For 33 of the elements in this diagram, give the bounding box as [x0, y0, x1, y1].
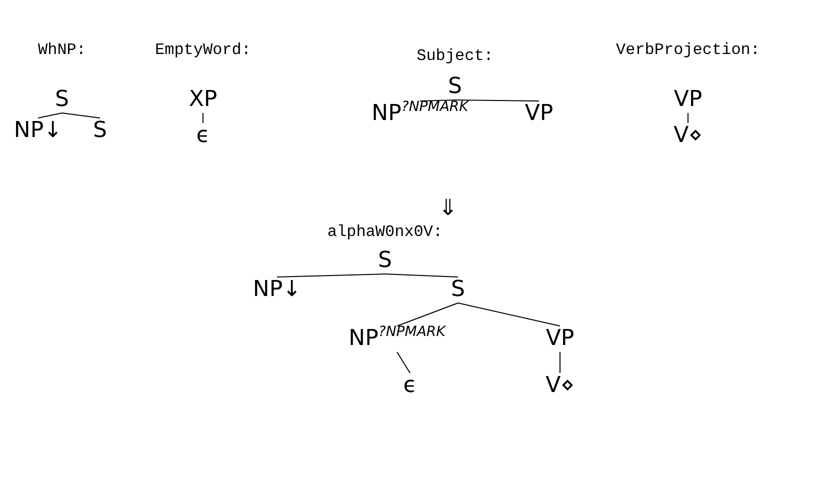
tree-node-label: ϵ: [402, 373, 418, 399]
tree-title: alphaW0nx0V:: [327, 222, 443, 243]
tree-node-label: S: [54, 87, 70, 113]
tree-branch: [276, 274, 386, 278]
tree-title: EmptyWord:: [155, 40, 251, 61]
tree-title: Subject:: [416, 46, 494, 67]
tree-node-label: S: [377, 248, 393, 274]
tree-title: VerbProjection:: [616, 40, 760, 61]
tree-node-label: VP: [524, 101, 554, 127]
tree-title: WhNP:: [38, 40, 86, 61]
tree-branch: [420, 100, 456, 102]
tree-node-label: S: [447, 74, 463, 100]
tree-branch: [458, 302, 560, 326]
tree-node-label: ϵ: [195, 123, 211, 149]
tree-node-label: NP$^{?NPMARK}$: [370, 101, 470, 127]
tree-node-label: NP↓: [252, 277, 302, 303]
tree-node-label: NP$^{?NPMARK}$: [348, 326, 446, 352]
tree-node-label: VP: [672, 87, 704, 113]
tree-branch: [454, 100, 540, 102]
tree-branch: [396, 302, 458, 326]
tree-branch: [62, 112, 100, 118]
tree-node-label: V⋄: [672, 123, 704, 149]
tree-node-label: XP: [188, 87, 218, 113]
tree-branch: [202, 112, 204, 124]
tree-node-label: V⋄: [544, 373, 576, 399]
tree-node-label: S: [92, 118, 108, 144]
double-down-arrow: ⇓: [438, 193, 458, 223]
tree-node-label: VP: [544, 326, 576, 352]
tree-node-label: NP↓: [12, 118, 64, 144]
tree-branch: [38, 112, 62, 118]
tree-branch: [396, 352, 410, 374]
tree-node-label: S: [450, 277, 466, 303]
tree-branch: [384, 274, 458, 278]
